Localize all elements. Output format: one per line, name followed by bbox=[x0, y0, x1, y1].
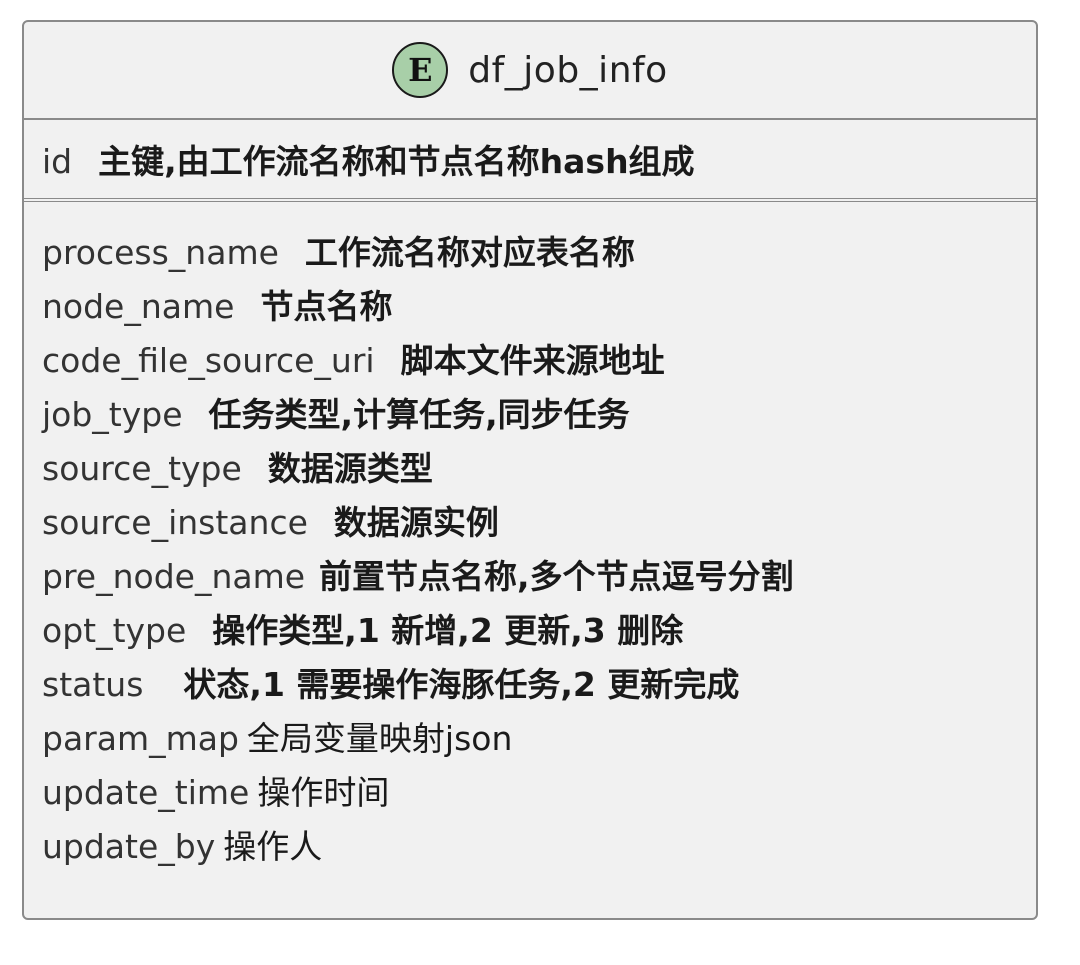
field-desc: 任务类型,计算任务,同步任务 bbox=[208, 395, 630, 434]
field-row: status 状态,1 需要操作海豚任务,2 更新完成 bbox=[42, 658, 1036, 712]
field-name: job_type bbox=[42, 395, 183, 434]
field-name: opt_type bbox=[42, 611, 187, 650]
field-row: job_type 任务类型,计算任务,同步任务 bbox=[42, 388, 1036, 442]
entity-header: E df_job_info bbox=[24, 22, 1036, 120]
field-desc: 节点名称 bbox=[260, 287, 393, 326]
field-row: opt_type 操作类型,1 新增,2 更新,3 删除 bbox=[42, 604, 1036, 658]
field-name: update_time bbox=[42, 773, 250, 812]
field-name: source_type bbox=[42, 449, 242, 488]
field-row: param_map 全局变量映射json bbox=[42, 712, 1036, 766]
entity-badge-icon: E bbox=[392, 42, 449, 98]
field-desc: 数据源实例 bbox=[333, 503, 499, 542]
field-name: node_name bbox=[42, 287, 235, 326]
field-row: source_type 数据源类型 bbox=[42, 442, 1036, 496]
field-name: id bbox=[42, 142, 73, 181]
field-desc: 前置节点名称,多个节点逗号分割 bbox=[319, 557, 794, 596]
field-row: code_file_source_uri 脚本文件来源地址 bbox=[42, 334, 1036, 388]
field-name: status bbox=[42, 665, 144, 704]
field-row: update_time 操作时间 bbox=[42, 766, 1036, 820]
field-desc: 主键,由工作流名称和节点名称hash组成 bbox=[98, 142, 695, 181]
field-desc: 全局变量映射json bbox=[246, 719, 513, 758]
field-desc: 操作时间 bbox=[257, 773, 390, 812]
field-desc: 状态,1 需要操作海豚任务,2 更新完成 bbox=[183, 665, 740, 704]
field-row: node_name 节点名称 bbox=[42, 280, 1036, 334]
field-row: pre_node_name 前置节点名称,多个节点逗号分割 bbox=[42, 550, 1036, 604]
field-name: source_instance bbox=[42, 503, 308, 542]
primary-key-row: id 主键,由工作流名称和节点名称hash组成 bbox=[42, 135, 695, 183]
field-name: pre_node_name bbox=[42, 557, 306, 596]
field-desc: 工作流名称对应表名称 bbox=[304, 233, 635, 272]
field-name: code_file_source_uri bbox=[42, 341, 375, 380]
entity-box: E df_job_info id 主键,由工作流名称和节点名称hash组成 pr… bbox=[22, 20, 1038, 920]
field-row: update_by 操作人 bbox=[42, 820, 1036, 874]
field-desc: 脚本文件来源地址 bbox=[400, 341, 665, 380]
field-list: process_name 工作流名称对应表名称 node_name 节点名称 c… bbox=[24, 202, 1036, 874]
field-name: param_map bbox=[42, 719, 239, 758]
field-name: update_by bbox=[42, 827, 216, 866]
entity-title: df_job_info bbox=[468, 49, 668, 91]
field-row: source_instance 数据源实例 bbox=[42, 496, 1036, 550]
field-desc: 数据源类型 bbox=[267, 449, 433, 488]
field-row: process_name 工作流名称对应表名称 bbox=[42, 226, 1036, 280]
primary-key-section: id 主键,由工作流名称和节点名称hash组成 bbox=[24, 120, 1036, 202]
field-name: process_name bbox=[42, 233, 279, 272]
field-desc: 操作类型,1 新增,2 更新,3 删除 bbox=[212, 611, 684, 650]
field-desc: 操作人 bbox=[223, 827, 323, 866]
